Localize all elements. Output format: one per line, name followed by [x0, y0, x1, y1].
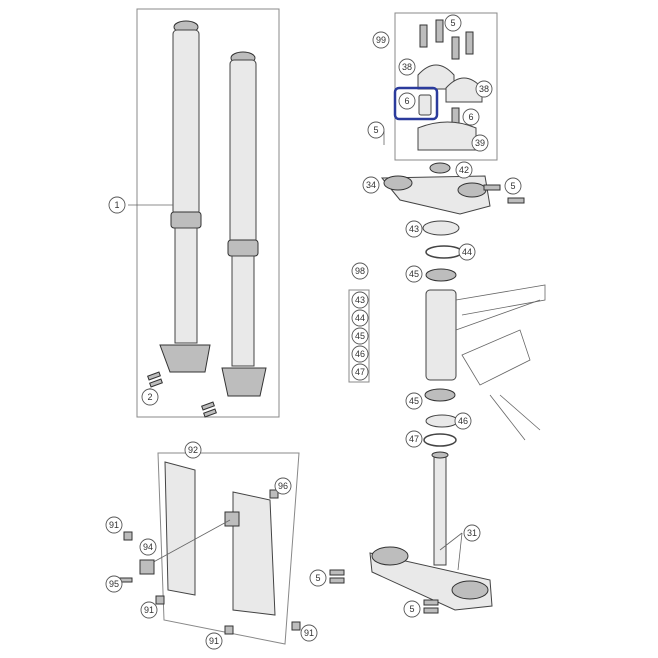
callout-circle-c99	[372, 31, 390, 49]
callout-circle-c5d	[309, 569, 327, 587]
highlight-box	[393, 86, 439, 121]
callout-label-c45a: 45	[409, 269, 419, 279]
callout-label-c47: 47	[409, 434, 419, 444]
callout-label-c38b: 38	[479, 84, 489, 94]
callout-label-c5e: 5	[409, 604, 414, 614]
callout-circle-c46	[454, 412, 472, 430]
callout-label-c91b: 91	[144, 605, 154, 615]
callout-label-c94: 94	[143, 542, 153, 552]
callout-label-k46: 46	[355, 349, 365, 359]
callout-label-k45: 45	[355, 331, 365, 341]
callout-circle-c34	[362, 176, 380, 194]
callout-label-c45b: 45	[409, 396, 419, 406]
callout-label-c39: 39	[475, 138, 485, 148]
callout-label-c6b: 6	[468, 112, 473, 122]
callout-circle-c6b	[462, 108, 480, 126]
callout-circle-c2	[141, 388, 159, 406]
callout-circle-c39	[471, 134, 489, 152]
kit-frame	[348, 289, 370, 383]
callout-label-c91a: 91	[109, 520, 119, 530]
callout-circle-c42	[455, 161, 473, 179]
callout-circle-c44a	[458, 243, 476, 261]
fork-bolts	[147, 371, 217, 418]
callout-label-c95: 95	[109, 579, 119, 589]
right-fork-leg	[221, 51, 267, 397]
frame-head-tube	[425, 284, 546, 441]
callout-circle-c94	[139, 538, 157, 556]
callout-label-k44: 44	[355, 313, 365, 323]
callout-label-c5b: 5	[373, 125, 378, 135]
callout-circle-c38a	[398, 58, 416, 76]
callout-circle-c6a	[398, 92, 416, 110]
callout-circle-c43a	[405, 220, 423, 238]
callout-circle-c91b	[140, 601, 158, 619]
left-fork-leg	[159, 20, 211, 373]
callout-label-c38a: 38	[402, 62, 412, 72]
callout-circle-k45	[351, 327, 369, 345]
callout-labels: 1 2 99 5 38 38 6 6 5 39 42 34 5 43 44 45 98 43 44 45 46 47 45 4…	[105, 14, 522, 650]
callout-circle-c98	[351, 262, 369, 280]
callout-circle-c5e	[403, 600, 421, 618]
callout-circle-c5b	[367, 121, 385, 139]
callout-label-c5c: 5	[510, 181, 515, 191]
callout-label-c91d: 91	[304, 628, 314, 638]
callout-label-c34: 34	[366, 180, 376, 190]
callout-circle-c5c	[504, 177, 522, 195]
handlebar-clamps	[417, 19, 483, 151]
callout-label-c46: 46	[458, 416, 468, 426]
callout-label-c43a: 43	[409, 224, 419, 234]
callout-circle-c45a	[405, 265, 423, 283]
guard-frame	[157, 452, 300, 645]
callout-label-c6a: 6	[404, 96, 409, 106]
callout-label-c44a: 44	[462, 247, 472, 257]
callout-label-c2: 2	[147, 392, 152, 402]
callout-circle-c38b	[475, 80, 493, 98]
callout-label-k43: 43	[355, 295, 365, 305]
callout-label-k47: 47	[355, 367, 365, 377]
callout-label-c91c: 91	[209, 636, 219, 646]
steering-stem	[431, 451, 449, 566]
upper-triple-clamp	[380, 162, 525, 215]
callout-circle-c92	[184, 441, 202, 459]
callout-circle-c91d	[300, 624, 318, 642]
callout-circle-c1	[108, 196, 126, 214]
callout-circle-c47	[405, 430, 423, 448]
callout-label-c92: 92	[188, 445, 198, 455]
lower-triple-clamp	[329, 546, 493, 614]
callout-circle-k43	[351, 291, 369, 309]
callout-circle-c5a	[444, 14, 462, 32]
callout-circle-c91c	[205, 632, 223, 650]
fork-frame	[136, 8, 280, 418]
callout-label-c99: 99	[376, 35, 386, 45]
callout-circle-c31	[463, 524, 481, 542]
fork-guards	[119, 461, 301, 635]
callout-circle-c96	[274, 477, 292, 495]
callout-circle-k44	[351, 309, 369, 327]
callout-circle-k46	[351, 345, 369, 363]
callout-label-c98: 98	[355, 266, 365, 276]
callout-label-c1: 1	[114, 200, 119, 210]
callout-label-c96: 96	[278, 481, 288, 491]
clamp-frame	[394, 12, 498, 161]
callout-label-c5d: 5	[315, 573, 320, 583]
callout-circle-k47	[351, 363, 369, 381]
callout-circle-c45b	[405, 392, 423, 410]
callout-circle-c91a	[105, 516, 123, 534]
callout-label-c31: 31	[467, 528, 477, 538]
callout-circle-c95	[105, 575, 123, 593]
callout-label-c5a: 5	[450, 18, 455, 28]
bearing-rings	[422, 220, 463, 447]
callout-label-c42: 42	[459, 165, 469, 175]
